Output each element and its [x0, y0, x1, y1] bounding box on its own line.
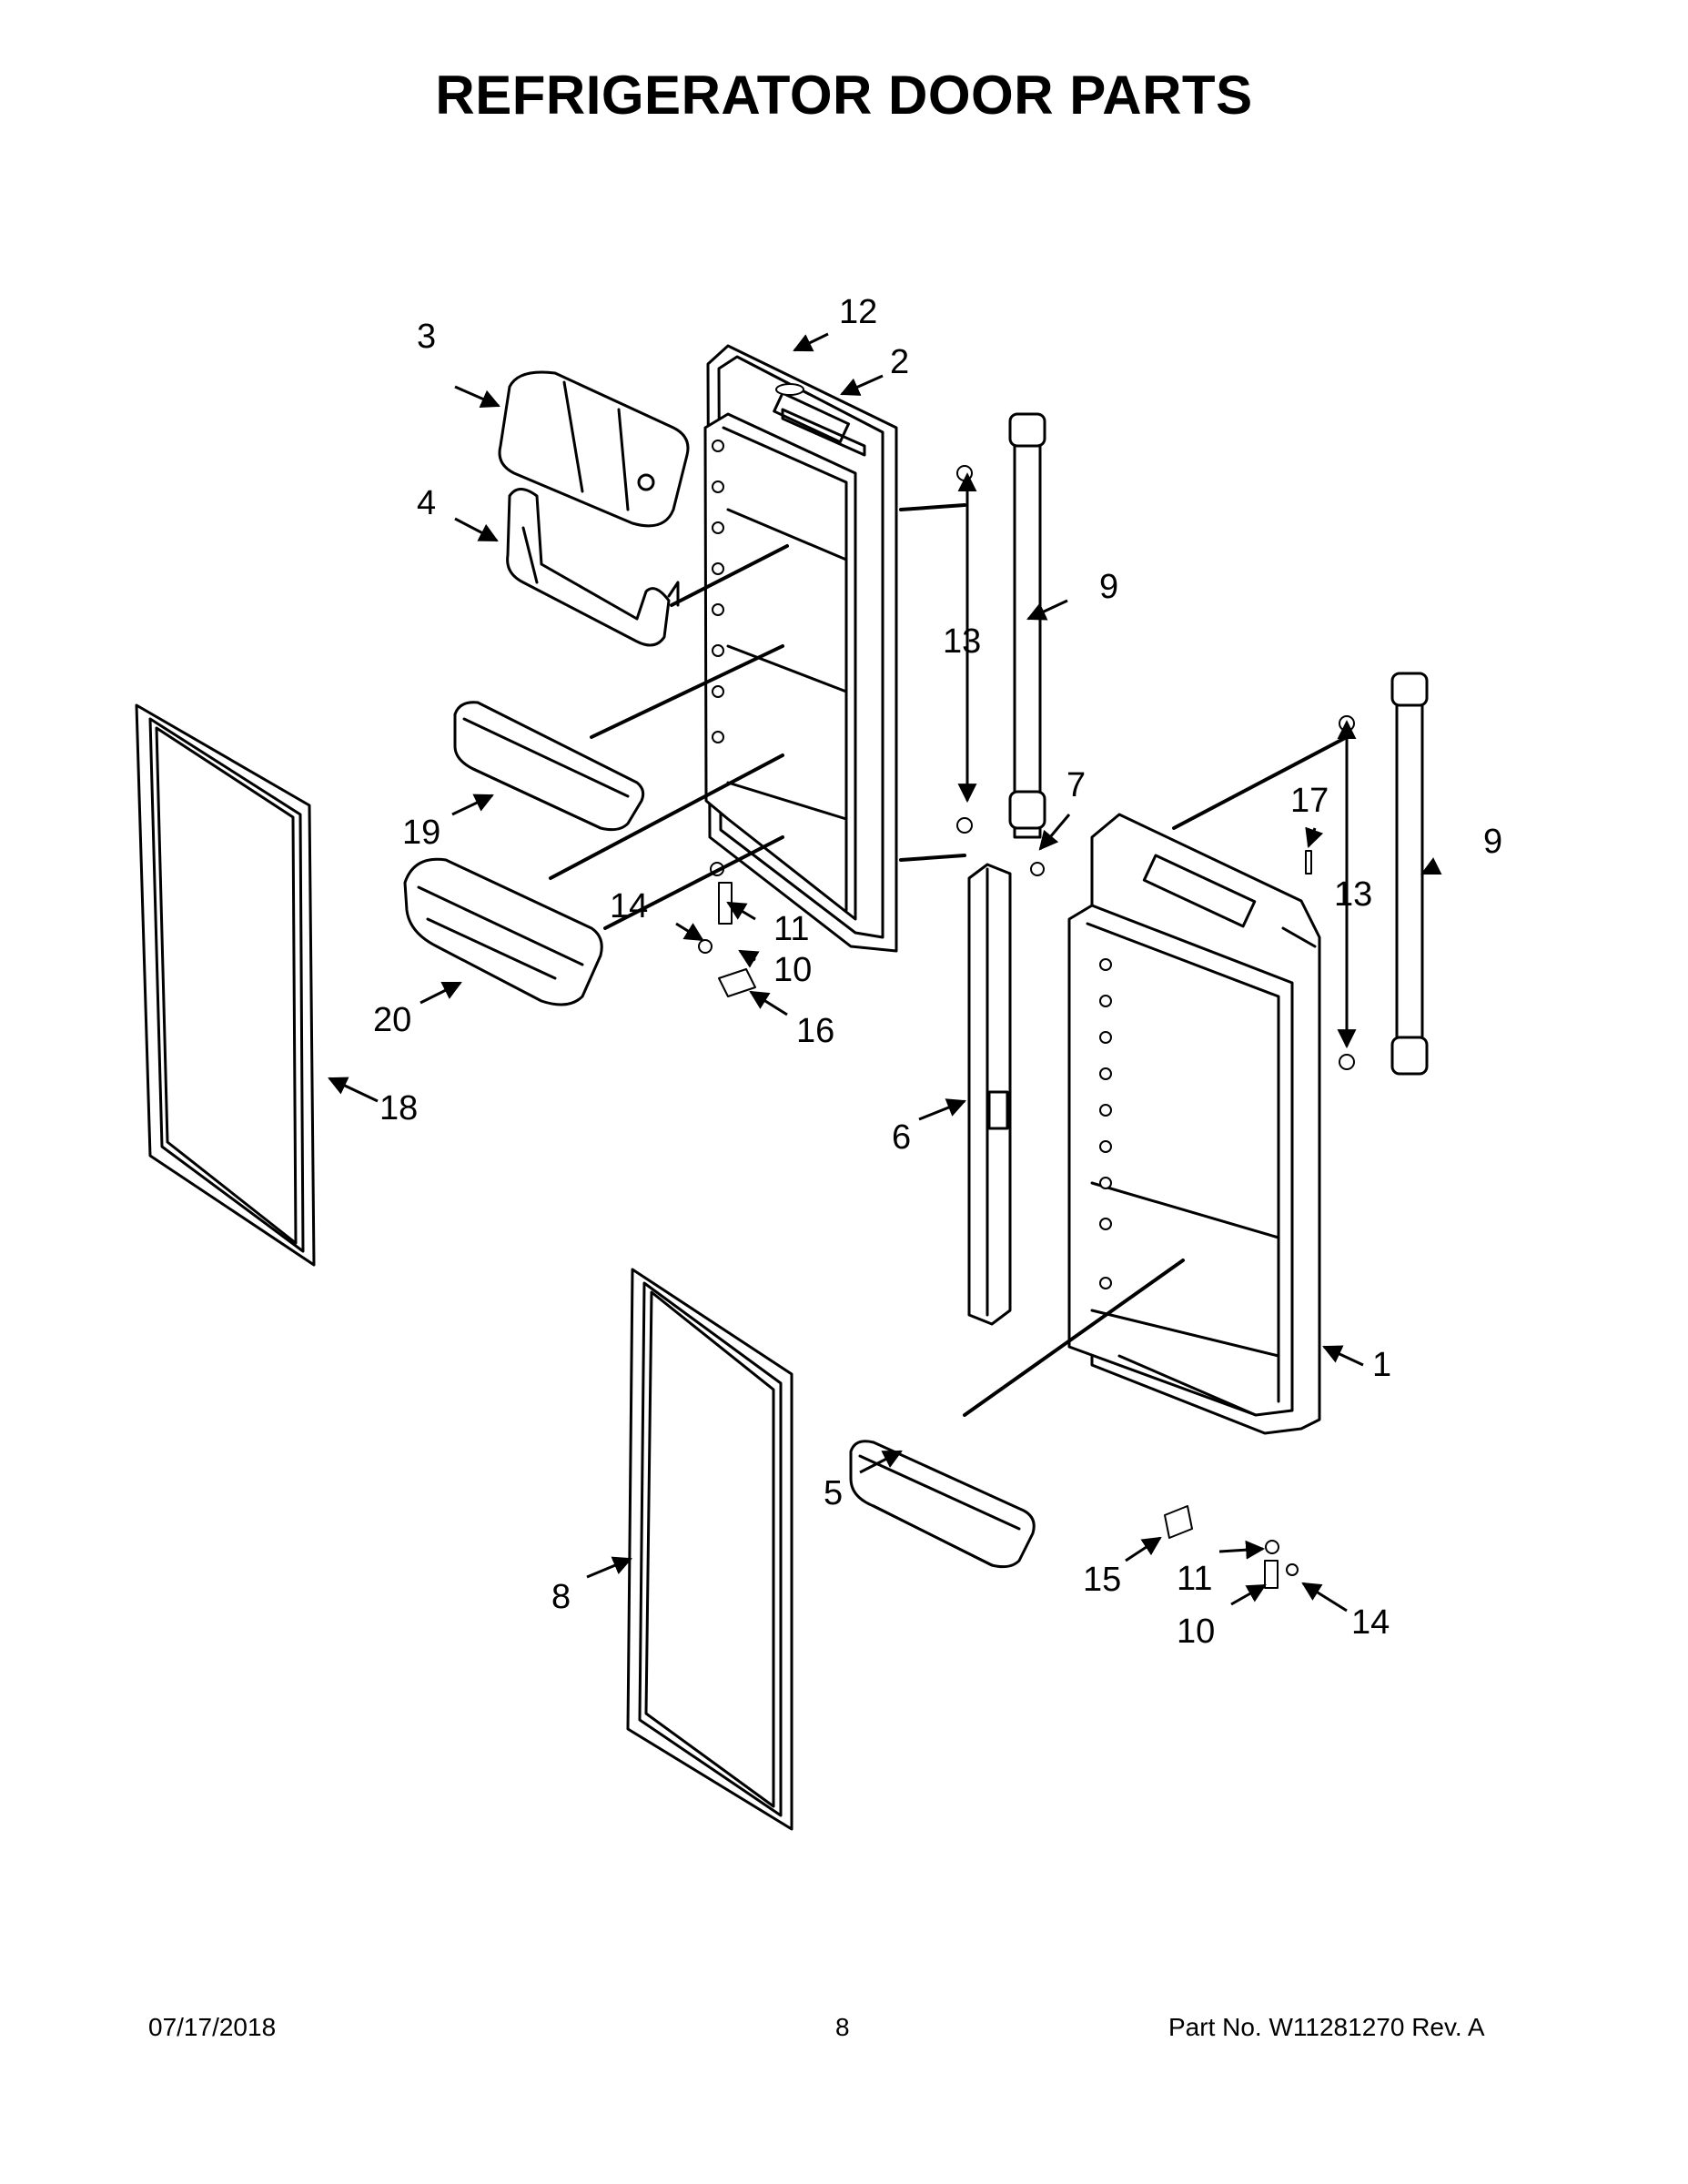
callout-5: 5: [824, 1474, 843, 1512]
callout-6: 6: [892, 1118, 911, 1157]
callout-9-left: 9: [1099, 568, 1118, 606]
callout-7: 7: [1066, 766, 1086, 804]
callout-4: 4: [417, 484, 436, 522]
footer-page-number: 8: [835, 2013, 850, 2041]
callout-17: 17: [1290, 782, 1329, 820]
callout-18: 18: [379, 1089, 418, 1127]
callout-10-right: 10: [1177, 1613, 1215, 1651]
callout-12: 12: [839, 293, 877, 331]
right-door-gasket: [626, 1268, 793, 1831]
center-mullion: [967, 863, 1012, 1326]
assembly-lines: [549, 503, 1349, 1417]
callout-11-right: 11: [1177, 1560, 1212, 1598]
callout-2: 2: [890, 343, 909, 381]
dairy-bin: [506, 488, 680, 647]
door-handle-left: [1008, 412, 1046, 839]
callout-20: 20: [373, 1001, 411, 1039]
leader-arrows: [328, 332, 1442, 1613]
hinge-cover-12: [775, 383, 804, 396]
door-bin-large: [403, 857, 603, 1006]
left-door-gasket: [135, 703, 316, 1267]
callout-19: 19: [402, 814, 440, 852]
callout-13-left: 13: [943, 622, 981, 661]
callout-16: 16: [796, 1012, 834, 1050]
callout-8: 8: [551, 1578, 571, 1616]
page-title: REFRIGERATOR DOOR PARTS: [435, 65, 1253, 126]
callout-11-left: 11: [773, 910, 809, 948]
callout-15: 15: [1083, 1561, 1121, 1599]
door-bin-small: [453, 701, 645, 832]
door-handle-right: [1390, 672, 1429, 1076]
callout-9-right: 9: [1483, 823, 1502, 861]
footer-date: 07/17/2018: [148, 2013, 277, 2041]
dairy-compartment-cover: [498, 370, 690, 528]
callout-14-right: 14: [1351, 1603, 1390, 1642]
right-door-liner: [1067, 813, 1321, 1435]
left-door-liner: [703, 344, 898, 953]
callout-14-left: 14: [610, 887, 648, 925]
footer-part-number: Part No. W11281270 Rev. A: [1168, 2013, 1485, 2041]
callout-3: 3: [417, 318, 436, 356]
callout-1: 1: [1372, 1346, 1391, 1384]
hinge-hardware: [698, 383, 1312, 1589]
callout-10-left: 10: [773, 951, 812, 989]
door-bin-right: [849, 1440, 1036, 1569]
callout-13-right: 13: [1334, 875, 1372, 914]
